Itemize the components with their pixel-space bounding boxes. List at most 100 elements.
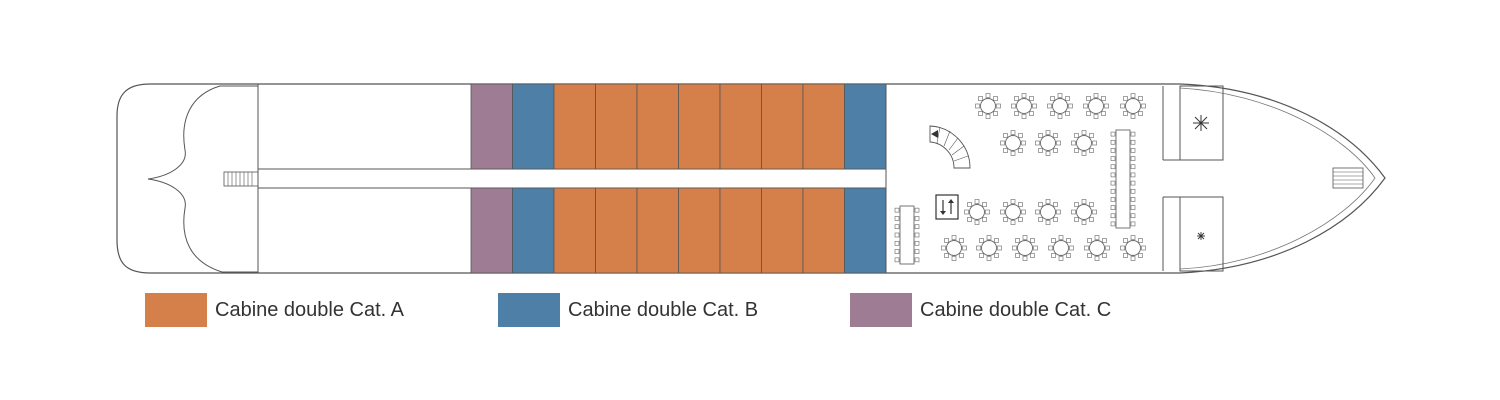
cabin-cat-a[interactable] — [719, 187, 762, 274]
cabin-cat-a[interactable] — [761, 187, 804, 274]
chair-icon — [1093, 93, 1099, 98]
table-icon — [1000, 199, 1026, 225]
chair-icon — [1081, 199, 1087, 204]
chair-icon — [1035, 140, 1040, 146]
chair-icon — [1014, 96, 1019, 101]
chair-icon — [1130, 164, 1136, 170]
chair-icon — [1130, 139, 1136, 145]
chair-icon — [1087, 253, 1092, 258]
chair-icon — [1045, 199, 1051, 204]
chair-icon — [1092, 209, 1097, 215]
chair-icon — [1057, 114, 1063, 119]
chair-icon — [1018, 217, 1023, 222]
chair-icon — [1138, 253, 1143, 258]
cabin-cat-a[interactable] — [719, 83, 762, 170]
chair-icon — [914, 224, 920, 230]
cabin-cat-b[interactable] — [844, 187, 887, 274]
chair-icon — [1123, 238, 1128, 243]
table-icon — [1035, 130, 1061, 156]
chair-icon — [986, 235, 992, 240]
chair-icon — [1022, 235, 1028, 240]
chair-icon — [1104, 103, 1109, 109]
chair-icon — [914, 216, 920, 221]
chair-icon — [1012, 245, 1017, 251]
table-icon — [894, 205, 920, 265]
table-icon — [964, 199, 990, 225]
chair-icon — [996, 103, 1001, 109]
table-icon — [1071, 130, 1097, 156]
chair-icon — [1101, 111, 1106, 116]
cabin-row-top — [470, 83, 887, 170]
chair-icon — [914, 249, 920, 254]
chair-icon — [978, 96, 983, 101]
cabin-cat-c[interactable] — [470, 83, 513, 170]
chair-icon — [1074, 133, 1079, 138]
chair-icon — [1087, 238, 1092, 243]
snowflake-icon — [1193, 115, 1209, 131]
cabin-cat-b[interactable] — [512, 187, 555, 274]
chair-icon — [962, 245, 967, 251]
cabin-cat-a[interactable] — [802, 83, 845, 170]
cabin-cat-a[interactable] — [595, 83, 638, 170]
chair-icon — [959, 253, 964, 258]
chair-icon — [1053, 202, 1058, 207]
chair-icon — [993, 111, 998, 116]
chair-icon — [1130, 188, 1136, 194]
table-icon — [1083, 93, 1109, 119]
chair-icon — [914, 207, 920, 213]
chair-icon — [1053, 133, 1058, 138]
chair-icon — [1092, 140, 1097, 146]
chair-icon — [1056, 209, 1061, 215]
legend-swatch-cat-b — [498, 293, 560, 327]
cabin-cat-a[interactable] — [678, 187, 721, 274]
chair-icon — [1110, 213, 1116, 219]
cabin-cat-b[interactable] — [512, 83, 555, 170]
chair-icon — [1093, 114, 1099, 119]
cabin-cat-a[interactable] — [802, 187, 845, 274]
chair-icon — [1130, 148, 1136, 153]
chair-icon — [1010, 199, 1016, 204]
chair-icon — [1051, 238, 1056, 243]
chair-icon — [1045, 220, 1051, 225]
cabin-cat-a[interactable] — [553, 187, 596, 274]
table-icon — [1071, 199, 1097, 225]
hull-outline — [116, 83, 1386, 274]
chair-icon — [1021, 140, 1026, 146]
elevator-icon — [935, 194, 959, 220]
table-icon — [1048, 235, 1074, 261]
chair-icon — [1105, 245, 1110, 251]
cabin-cat-a[interactable] — [595, 187, 638, 274]
chair-icon — [1120, 103, 1125, 109]
cabin-cat-a[interactable] — [761, 83, 804, 170]
chair-icon — [1110, 164, 1116, 170]
chair-icon — [1003, 148, 1008, 153]
chair-icon — [951, 235, 957, 240]
chair-icon — [1110, 205, 1116, 210]
chair-icon — [1015, 253, 1020, 258]
chair-icon — [985, 114, 991, 119]
chair-icon — [1130, 131, 1136, 137]
chair-icon — [1011, 103, 1016, 109]
cabin-cat-a[interactable] — [678, 83, 721, 170]
chair-icon — [993, 96, 998, 101]
chair-icon — [1123, 111, 1128, 116]
chair-icon — [1066, 253, 1071, 258]
cabin-cat-a[interactable] — [636, 187, 679, 274]
chair-icon — [1110, 131, 1116, 137]
cabin-cat-a[interactable] — [636, 83, 679, 170]
chair-icon — [894, 216, 900, 221]
chair-icon — [1130, 93, 1136, 98]
chair-icon — [1110, 156, 1116, 161]
chair-icon — [944, 238, 949, 243]
chair-icon — [1110, 221, 1116, 227]
chair-icon — [1130, 213, 1136, 219]
cabin-cat-a[interactable] — [553, 83, 596, 170]
chair-icon — [978, 111, 983, 116]
cabin-cat-b[interactable] — [844, 83, 887, 170]
chair-icon — [1010, 151, 1016, 156]
chair-icon — [914, 257, 920, 263]
chair-icon — [1138, 238, 1143, 243]
chair-icon — [1123, 96, 1128, 101]
cabin-cat-c[interactable] — [470, 187, 513, 274]
chair-icon — [914, 240, 920, 246]
